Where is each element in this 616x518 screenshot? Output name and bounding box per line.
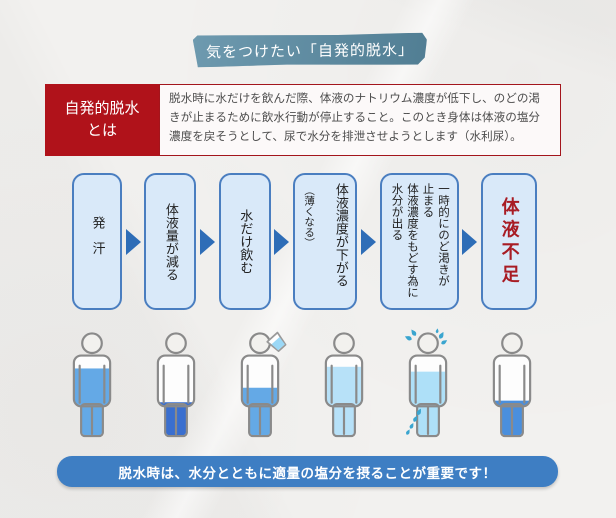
definition-heading-line2: とは <box>86 122 117 139</box>
urinating-person-figure <box>403 328 449 438</box>
flow-arrow-icon <box>200 228 216 255</box>
diluted-fluid-person-figure <box>324 332 364 438</box>
title-banner: 気をつけたい「自発的脱水」 <box>193 33 427 68</box>
footer-message: 脱水時は、水分とともに適量の塩分を摂ることが重要です！ <box>118 465 497 481</box>
definition-body-text: 脱水時に水だけを飲んだ際、体液のナトリウム濃度が低下し、のどの渇きが止まるために… <box>169 92 541 143</box>
definition-body-panel: 脱水時に水だけを飲んだ際、体液のナトリウム濃度が低下し、のどの渇きが止まるために… <box>159 84 561 156</box>
drinking-water-person-figure <box>240 331 287 438</box>
flow-step-sublabel: （薄くなる） <box>303 185 316 248</box>
figures-row <box>63 314 541 454</box>
definition-heading: 自発的脱水 とは <box>45 84 159 156</box>
cup-icon <box>266 331 287 352</box>
definition-heading-line1: 自発的脱水 <box>64 99 140 117</box>
flow-step-label: 発汗 <box>90 216 106 267</box>
flow-arrow-icon <box>274 228 290 255</box>
flow-step-label: 体液濃度が下がる <box>333 183 349 287</box>
flow-diagram: 発汗 体液量が減る 水だけ飲む 体液濃度が下がる （薄くなる） 一時的にのど渇き… <box>72 173 537 310</box>
flow-step-concentration-drops: 体液濃度が下がる （薄くなる） <box>293 173 358 310</box>
definition-section: 自発的脱水 とは 脱水時に水だけを飲んだ際、体液のナトリウム濃度が低下し、のどの… <box>45 84 561 156</box>
flow-step-label: 体液量が減る <box>163 202 179 281</box>
flow-step-label: 体液不足 <box>499 196 520 287</box>
flow-step-sweating: 発汗 <box>72 173 122 310</box>
flow-step-drink-only-water: 水だけ飲む <box>218 173 271 310</box>
flow-arrow-icon <box>462 228 478 255</box>
footer-banner: 脱水時は、水分とともに適量の塩分を摂ることが重要です！ <box>57 456 558 487</box>
flow-step-label: 一時的にのど渇きが 止まる 体液濃度をもどす為に 水分が出る <box>390 183 450 298</box>
page-title: 気をつけたい「自発的脱水」 <box>205 41 415 61</box>
sweating-person-figure <box>72 332 112 438</box>
flow-step-fluid-decreases: 体液量が減る <box>144 173 197 310</box>
flow-arrow-icon <box>125 228 141 255</box>
flow-step-label: 水だけ飲む <box>238 209 254 274</box>
flow-arrow-icon <box>360 228 376 255</box>
reduced-fluid-person-figure <box>156 332 196 438</box>
fluid-deficit-person-figure <box>492 332 532 438</box>
flow-step-thirst-stops: 一時的にのど渇きが 止まる 体液濃度をもどす為に 水分が出る <box>379 173 459 310</box>
flow-step-fluid-deficit: 体液不足 <box>480 173 537 310</box>
